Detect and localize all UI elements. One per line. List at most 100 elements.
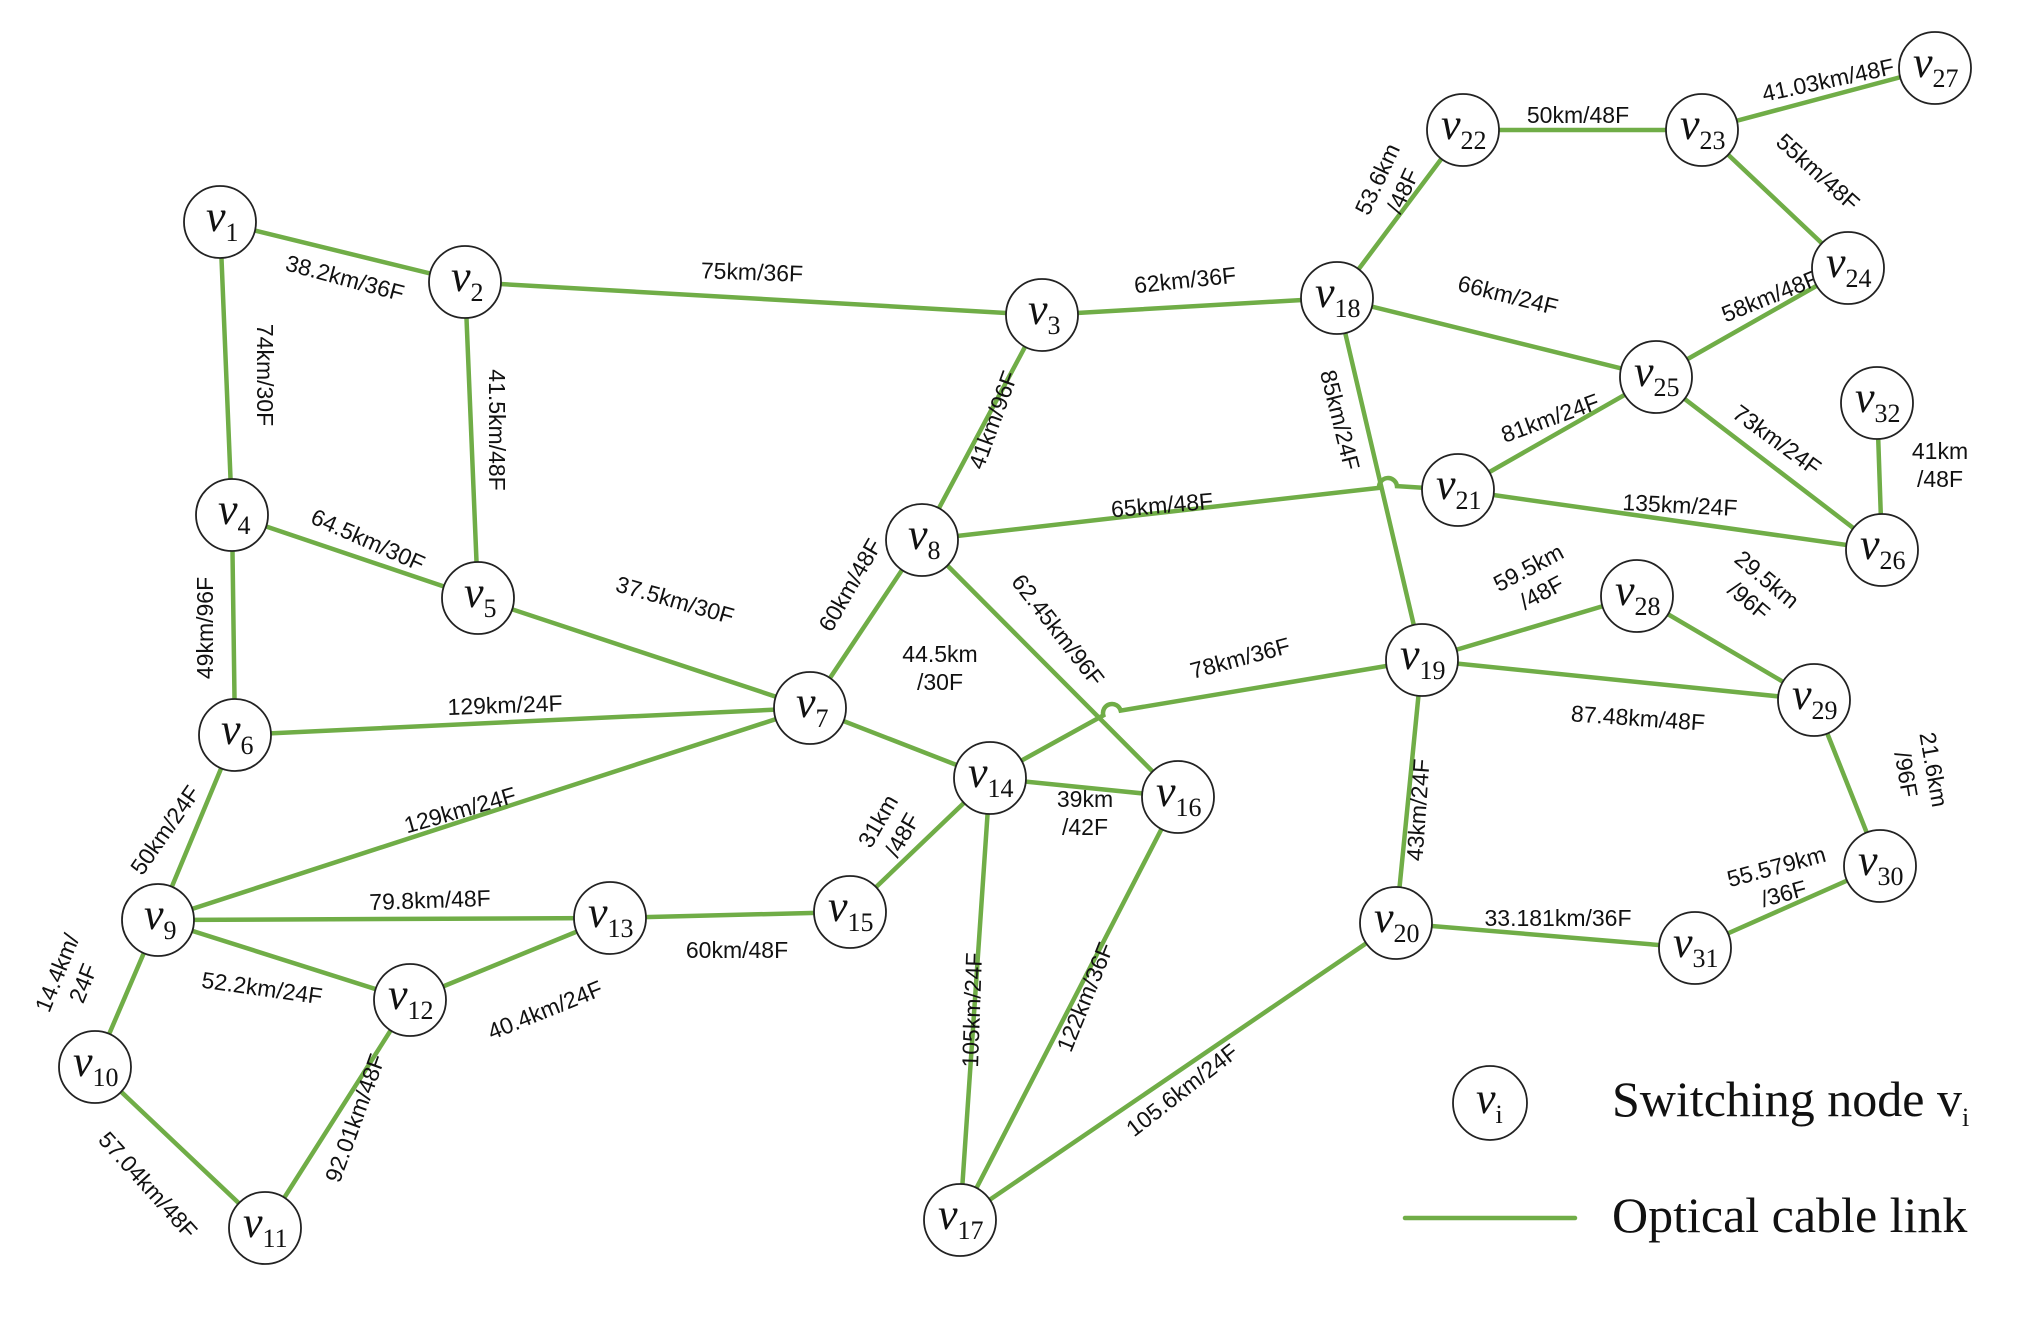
node-v25: v25: [1619, 340, 1693, 414]
node-label-v14: v14: [968, 748, 1014, 803]
node-circle-v32: [1840, 366, 1914, 440]
node-v30: v30: [1843, 829, 1917, 903]
link-label-v19-v29: 87.48km/48F: [1570, 700, 1706, 735]
node-v27: v27: [1898, 31, 1972, 105]
link-label-v3-v18: 62km/36F: [1133, 262, 1237, 299]
link-label-v1-v2: 38.2km/36F: [283, 250, 407, 307]
link-label-v8-v21: 65km/48F: [1110, 488, 1214, 523]
node-label-v27: v27: [1913, 38, 1959, 93]
node-label-v1: v1: [206, 192, 239, 247]
node-label-v9: v9: [144, 890, 177, 945]
node-v9: v9: [121, 883, 195, 957]
node-circle-v22: [1426, 93, 1500, 167]
link-label-v4-v5: 64.5km/30F: [307, 503, 429, 576]
link-v21-v25: [1455, 374, 1659, 493]
node-label-v32: v32: [1855, 373, 1901, 428]
link-label-v14-v17: 105km/24F: [957, 952, 987, 1068]
link-label-v14-v15: 31km/48F: [853, 790, 928, 866]
link-v7-v9: [155, 705, 813, 923]
node-circle-v3: [1005, 278, 1079, 352]
link-label-v21-v26: 135km/24F: [1622, 489, 1738, 521]
link-v9-v12: [155, 917, 413, 1003]
link-v19-v28: [1419, 593, 1640, 663]
node-v12: v12: [373, 963, 447, 1037]
node-v10: v10: [58, 1030, 132, 1104]
link-v2-v5: [462, 279, 481, 601]
link-v5-v7: [475, 595, 813, 711]
node-circle-v18: [1300, 261, 1374, 335]
node-label-v4: v4: [218, 485, 251, 540]
node-v8: v8: [885, 503, 959, 577]
link-label-v3-v8: 41km/96F: [963, 368, 1022, 473]
link-label-v19-v20: 43km/24F: [1401, 758, 1434, 862]
node-circle-v2: [428, 245, 502, 319]
node-v17: v17: [923, 1183, 997, 1257]
node-circle-v24: [1811, 231, 1885, 305]
node-circle-v15: [813, 875, 887, 949]
link-label-v19-v28: 59.5km/48F: [1489, 538, 1581, 621]
node-circle-v8: [885, 503, 959, 577]
link-label-v9-v13: 79.8km/48F: [369, 885, 491, 915]
node-circle-v29: [1777, 663, 1851, 737]
link-label-v18-v22: 53.6km/48F: [1350, 139, 1431, 230]
link-v14-v17: [957, 775, 993, 1223]
node-circle-v7: [773, 671, 847, 745]
node-v3: v3: [1005, 278, 1079, 352]
link-v6-v7: [232, 705, 813, 738]
node-circle-v10: [58, 1030, 132, 1104]
link-v17-v20: [957, 920, 1399, 1223]
node-label-v10: v10: [73, 1037, 119, 1092]
link-label-v9-v12: 52.2km/24F: [200, 967, 324, 1010]
node-circle-v12: [373, 963, 447, 1037]
node-label-v21: v21: [1436, 460, 1482, 515]
node-circle-v20: [1359, 886, 1433, 960]
link-v1-v4: [217, 219, 235, 518]
node-label-v2: v2: [451, 252, 484, 307]
link-label-v12-v13: 40.4km/24F: [484, 975, 606, 1045]
link-v16-v17: [957, 794, 1181, 1223]
node-circle-v23: [1665, 93, 1739, 167]
link-label-v8-v16: 62.45km/96F: [1006, 569, 1109, 691]
node-v1: v1: [183, 185, 257, 259]
node-circle-v13: [573, 881, 647, 955]
node-circle-v21: [1421, 453, 1495, 527]
node-v20: v20: [1359, 886, 1433, 960]
node-circle-v27: [1898, 31, 1972, 105]
link-v10-v11: [92, 1064, 268, 1231]
node-v24: v24: [1811, 231, 1885, 305]
node-v29: v29: [1777, 663, 1851, 737]
node-label-v3: v3: [1028, 285, 1061, 340]
link-label-v26-v32: 41km/48F: [1912, 438, 1968, 492]
link-v14-v19: [987, 657, 1425, 781]
node-v26: v26: [1845, 513, 1919, 587]
node-label-v13: v13: [588, 888, 634, 943]
link-label-v14-v16: 39km/42F: [1057, 786, 1113, 840]
link-label-v30-v31: 55.579km/36F: [1724, 841, 1836, 919]
node-label-v29: v29: [1792, 670, 1838, 725]
node-v31: v31: [1658, 911, 1732, 985]
link-label-v16-v17: 122km/36F: [1051, 939, 1118, 1055]
link-v18-v19: [1334, 295, 1425, 663]
link-label-v7-v8: 60km/48F: [813, 534, 887, 636]
link-label-v9-v10: 14.4km/24F: [30, 929, 111, 1026]
link-v1-v2: [217, 219, 468, 285]
link-label-v17-v20: 105.6km/24F: [1121, 1038, 1243, 1141]
link-label-v1-v4: 74km/30F: [252, 324, 278, 426]
node-label-v25: v25: [1634, 347, 1680, 402]
node-v28: v28: [1600, 559, 1674, 633]
node-v23: v23: [1665, 93, 1739, 167]
node-v6: v6: [198, 698, 272, 772]
link-label-v4-v6: 49km/96F: [192, 577, 218, 679]
link-v19-v29: [1419, 657, 1817, 703]
link-label-v24-v25: 58km/48F: [1718, 265, 1823, 327]
link-v3-v18: [1039, 295, 1340, 318]
node-circle-v11: [228, 1191, 302, 1265]
node-v22: v22: [1426, 93, 1500, 167]
node-label-v11: v11: [243, 1198, 288, 1253]
link-label-v13-v15: 60km/48F: [686, 937, 788, 963]
node-v7: v7: [773, 671, 847, 745]
node-v5: v5: [441, 561, 515, 635]
